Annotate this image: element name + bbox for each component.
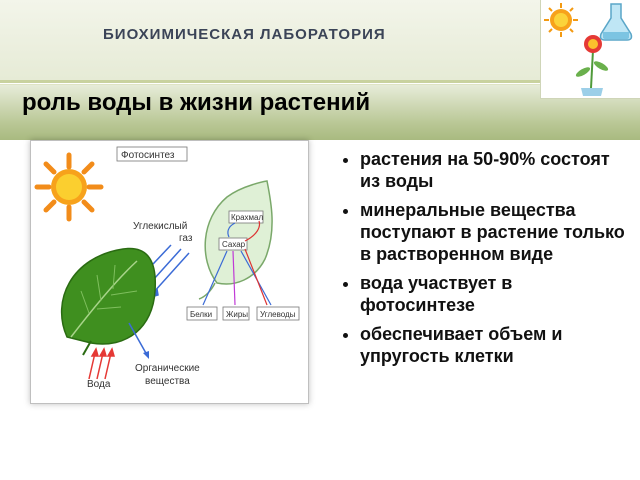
list-item: вода участвует в фотосинтезе: [360, 272, 632, 316]
list-item: минеральные вещества поступают в растени…: [360, 199, 632, 265]
logo-flask-icon: [599, 3, 633, 41]
lab-title: БИОХИМИЧЕСКАЯ ЛАБОРАТОРИЯ: [103, 26, 386, 43]
fats-label: Жиры: [226, 310, 248, 319]
logo-sun-icon: [544, 3, 578, 37]
divider: [0, 80, 640, 83]
list-item: обеспечивает объем и упругость клетки: [360, 323, 632, 367]
proteins-label: Белки: [190, 310, 212, 319]
co2-label-1: Углекислый: [133, 221, 187, 232]
figure-title-box: [116, 146, 188, 162]
organic-label-2: вещества: [145, 376, 190, 387]
photosynthesis-figure: Фотосинтез Углекислый газ: [30, 140, 309, 404]
organic-label-1: Органические: [135, 363, 200, 374]
leaf-icon: [60, 247, 157, 356]
product-arrows: [202, 248, 272, 306]
organic-arrow: [128, 322, 148, 356]
slide-subtitle: роль воды в жизни растений: [22, 89, 371, 116]
starch-label: Крахмал: [231, 213, 264, 222]
water-label: Вода: [87, 379, 111, 390]
facts-list: растения на 50-90% состоят из воды минер…: [326, 148, 632, 367]
sun-icon: [34, 152, 104, 222]
lab-logo: [540, 0, 640, 99]
list-item: растения на 50-90% состоят из воды: [360, 148, 632, 192]
divider-thin: [0, 84, 640, 85]
figure-title: Фотосинтез: [121, 150, 175, 161]
subtitle-band: [0, 85, 640, 140]
flower-flask-logo-icon: [544, 3, 633, 96]
water-arrows: [88, 347, 115, 380]
logo-flower-icon: [575, 35, 609, 96]
facts-list-panel: растения на 50-90% состоят из воды минер…: [326, 140, 632, 416]
leaf-diagram-icon: [198, 180, 273, 300]
header-bar: БИОХИМИЧЕСКАЯ ЛАБОРАТОРИЯ: [0, 0, 640, 80]
co2-label-2: газ: [179, 233, 193, 244]
sugar-label: Сахар: [222, 240, 246, 249]
carbs-label: Углеводы: [260, 310, 296, 319]
